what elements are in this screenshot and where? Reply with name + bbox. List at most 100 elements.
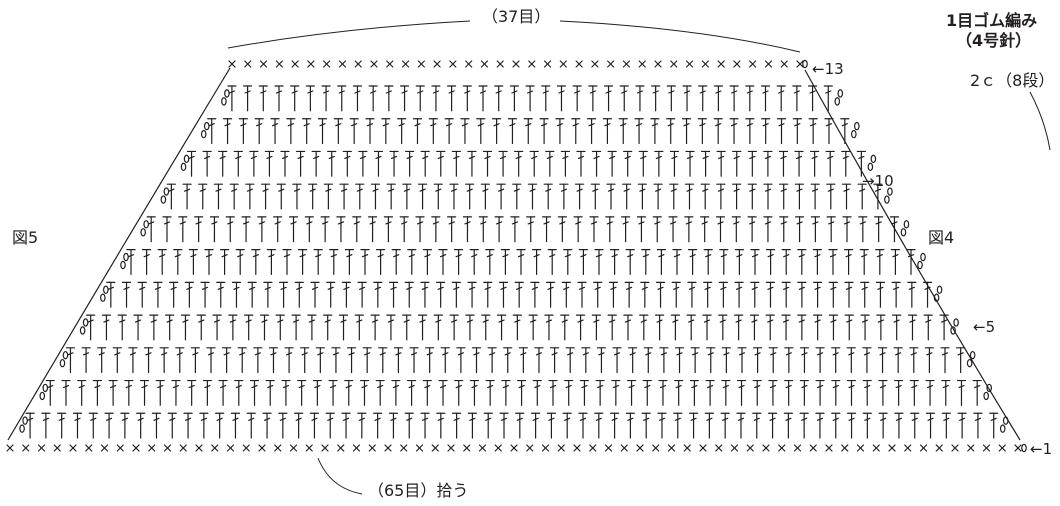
dc-slash <box>267 384 274 389</box>
dc-slash <box>816 352 824 356</box>
double-crochet-stitch <box>734 281 744 308</box>
double-crochet-stitch <box>166 183 176 210</box>
single-crochet-stitch <box>541 444 550 452</box>
dc-slash <box>876 254 883 258</box>
double-crochet-stitch <box>465 314 475 341</box>
dc-slash <box>107 286 114 290</box>
dc-slash <box>638 221 645 225</box>
single-crochet-stitch <box>685 60 694 68</box>
double-crochet-stitch <box>671 281 681 308</box>
single-crochet-stitch <box>935 444 943 452</box>
sc-stroke <box>559 60 567 68</box>
double-crochet-stitch <box>784 379 794 406</box>
dc-slash <box>606 221 613 225</box>
double-crochet-stitch <box>700 150 711 177</box>
sc-stroke <box>746 444 754 452</box>
dc-slash <box>564 254 571 258</box>
double-crochet-stitch <box>92 379 103 406</box>
dc-slash <box>455 384 462 389</box>
dc-slash <box>430 123 437 127</box>
ribbing-title: 1目ゴム編み <box>946 11 1038 30</box>
double-crochet-stitch <box>281 379 291 406</box>
dc-slash <box>848 417 855 421</box>
double-crochet-stitch <box>341 412 351 439</box>
double-crochet-stitch <box>133 314 143 341</box>
dc-slash <box>249 286 256 290</box>
double-crochet-stitch <box>703 281 713 308</box>
double-crochet-stitch <box>431 85 441 112</box>
dc-slash <box>546 155 553 160</box>
single-crochet-stitch <box>638 60 646 68</box>
dc-slash <box>548 417 555 421</box>
single-crochet-stitch <box>275 60 283 68</box>
double-crochet-stitch <box>574 183 585 210</box>
dc-slash <box>215 188 222 192</box>
dc-slash <box>624 155 631 160</box>
dc-slash <box>516 417 523 421</box>
double-crochet-stitch <box>483 412 493 439</box>
double-crochet-stitch <box>352 85 363 112</box>
dc-slash <box>417 90 424 94</box>
double-crochet-stitch <box>253 347 263 374</box>
dc-slash <box>704 286 711 290</box>
dc-slash <box>667 123 674 127</box>
dc-slash <box>245 319 252 323</box>
dc-slash <box>280 286 287 290</box>
double-crochet-stitch <box>526 216 536 243</box>
dc-slash <box>299 254 306 258</box>
dc-slash <box>627 417 634 421</box>
dc-slash <box>660 352 668 356</box>
sc-stroke <box>872 444 880 452</box>
dc-slash <box>893 286 900 290</box>
dc-slash <box>795 155 803 160</box>
double-crochet-stitch <box>199 412 209 439</box>
dc-slash <box>453 155 460 160</box>
single-crochet-stitch <box>22 444 30 452</box>
double-crochet-stitch <box>420 281 430 308</box>
dc-slash <box>437 417 444 421</box>
dc-slash <box>861 286 868 290</box>
single-crochet-stitch <box>825 444 833 452</box>
double-crochet-stitch <box>670 314 681 341</box>
dc-slash <box>237 254 244 258</box>
dc-slash <box>163 221 171 225</box>
dc-slash <box>769 417 776 421</box>
double-crochet-stitch <box>159 347 169 374</box>
dc-slash <box>235 384 242 389</box>
double-crochet-stitch <box>625 249 635 275</box>
dc-slash <box>466 319 474 323</box>
dc-slash <box>125 384 132 389</box>
dc-slash <box>671 155 678 160</box>
double-crochet-stitch <box>781 314 791 341</box>
double-crochet-stitch <box>562 412 572 439</box>
double-crochet-stitch <box>294 281 304 308</box>
sc-stroke <box>352 444 361 452</box>
double-crochet-stitch <box>228 314 238 341</box>
double-crochet-stitch <box>117 314 127 341</box>
dc-slash <box>778 123 785 127</box>
dc-slash <box>319 123 326 127</box>
dc-slash <box>143 254 150 258</box>
double-crochet-stitch <box>862 379 872 406</box>
dc-slash <box>296 286 303 290</box>
double-crochet-stitch <box>108 379 118 406</box>
double-crochet-stitch <box>341 281 352 308</box>
dc-slash <box>279 417 286 421</box>
dc-slash <box>495 90 502 94</box>
dc-slash <box>877 286 884 290</box>
double-crochet-stitch <box>548 379 558 406</box>
dc-slash <box>859 221 866 225</box>
double-crochet-stitch <box>483 281 493 308</box>
single-crochet-stitch <box>163 444 172 452</box>
single-crochet-stitch <box>226 444 235 452</box>
dc-slash <box>487 384 494 389</box>
double-crochet-stitch <box>227 85 237 112</box>
sc-stroke <box>463 444 471 452</box>
dc-slash <box>828 221 835 225</box>
edge-chain-left <box>79 326 86 335</box>
double-crochet-stitch <box>776 118 787 145</box>
double-crochet-stitch <box>534 347 544 374</box>
double-crochet-stitch <box>862 412 872 439</box>
sc-stroke <box>37 444 46 452</box>
double-crochet-stitch <box>362 347 372 374</box>
